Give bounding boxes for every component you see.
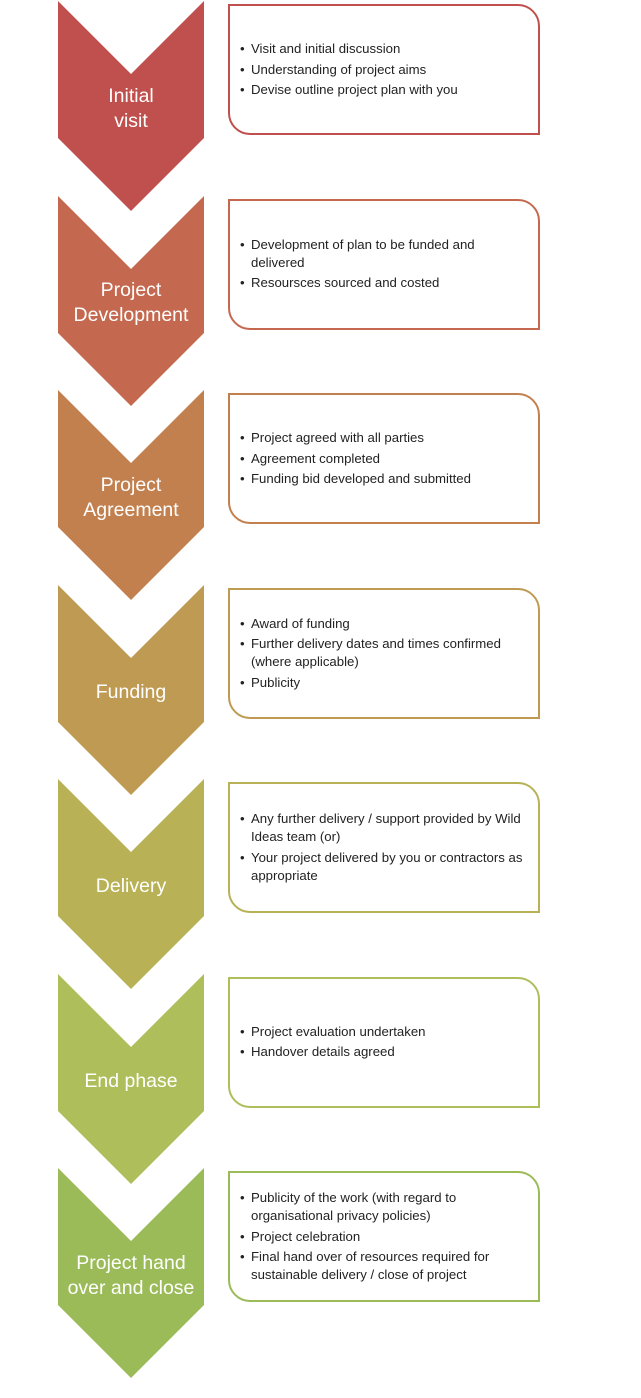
process-step: Initial visit Visit and initial discussio… <box>0 1 641 216</box>
step-bullet-item: Publicity of the work (with regard to or… <box>240 1189 526 1225</box>
step-title: Project Agreement <box>83 473 179 521</box>
step-bullet-item: Resoursces sourced and costed <box>240 274 526 292</box>
step-bullet-item: Agreement completed <box>240 450 526 468</box>
step-chevron-svg <box>58 1 204 211</box>
step-bullet-list: Project evaluation undertakenHandover de… <box>230 1023 538 1062</box>
step-bullet-list: Development of plan to be funded and del… <box>230 236 538 293</box>
step-chevron-polygon <box>58 1168 204 1378</box>
step-chevron-shape <box>58 973 204 1184</box>
step-bullet-item: Project evaluation undertaken <box>240 1023 526 1041</box>
step-bullet-item: Publicity <box>240 674 526 692</box>
step-chevron-shape <box>58 779 204 989</box>
step-bullet-item: Understanding of project aims <box>240 61 526 79</box>
step-bullet-list: Publicity of the work (with regard to or… <box>230 1189 538 1284</box>
step-chevron-svg <box>58 584 204 795</box>
step-bullet-item: Further delivery dates and times confirm… <box>240 635 526 671</box>
step-chevron-svg <box>58 779 204 989</box>
step-chevron-svg <box>58 195 204 406</box>
step-bullet-list: Project agreed with all partiesAgreement… <box>230 429 538 488</box>
step-bullet-item: Award of funding <box>240 615 526 633</box>
process-step: Project Development Development of plan t… <box>0 195 641 411</box>
step-chevron-svg <box>58 390 204 600</box>
step-chevron-shape <box>58 584 204 795</box>
step-title: Delivery <box>95 875 167 897</box>
step-chevron-shape <box>58 195 204 406</box>
step-chevron-polygon <box>58 195 204 406</box>
step-title: Initial visit <box>108 84 154 132</box>
step-bullet-list: Any further delivery / support provided … <box>230 810 538 885</box>
step-bullet-list: Visit and initial discussionUnderstandin… <box>230 40 538 99</box>
step-chevron-polygon <box>58 973 204 1184</box>
step-bullet-list: Award of fundingFurther delivery dates a… <box>230 615 538 692</box>
step-details-card: Any further delivery / support provided … <box>228 782 540 913</box>
step-chevron-svg <box>58 1168 204 1378</box>
step-bullet-item: Devise outline project plan with you <box>240 81 526 99</box>
step-chevron-shape <box>58 390 204 600</box>
step-chevron-svg <box>58 973 204 1184</box>
step-chevron-polygon <box>58 584 204 795</box>
process-step: End phase Project evaluation undertakenHa… <box>0 973 641 1189</box>
process-step: Project Agreement Project agreed with all… <box>0 390 641 605</box>
step-chevron-shape <box>58 1 204 211</box>
step-bullet-item: Your project delivered by you or contrac… <box>240 849 526 885</box>
step-title: Project hand over and close <box>67 1251 195 1299</box>
step-bullet-item: Any further delivery / support provided … <box>240 810 526 846</box>
process-step: Project hand over and close Publicity of … <box>0 1168 641 1383</box>
step-bullet-item: Funding bid developed and submitted <box>240 470 526 488</box>
process-step: Funding Award of fundingFurther delivery … <box>0 584 641 800</box>
step-bullet-item: Handover details agreed <box>240 1043 526 1061</box>
step-details-card: Visit and initial discussionUnderstandin… <box>228 4 540 135</box>
step-chevron-polygon <box>58 390 204 600</box>
step-details-card: Development of plan to be funded and del… <box>228 198 540 330</box>
step-bullet-item: Development of plan to be funded and del… <box>240 236 526 272</box>
step-details-card: Publicity of the work (with regard to or… <box>228 1171 540 1302</box>
step-chevron-shape <box>58 1168 204 1378</box>
step-chevron-polygon <box>58 1 204 211</box>
step-bullet-item: Project agreed with all parties <box>240 429 526 447</box>
step-title: Project Development <box>73 279 189 326</box>
step-bullet-item: Visit and initial discussion <box>240 40 526 58</box>
step-details-card: Project evaluation undertakenHandover de… <box>228 976 540 1108</box>
step-bullet-item: Final hand over of resources required fo… <box>240 1248 526 1284</box>
step-title: Funding <box>95 680 167 703</box>
step-details-card: Project agreed with all partiesAgreement… <box>228 393 540 524</box>
process-step: Delivery Any further delivery / support p… <box>0 779 641 994</box>
step-chevron-polygon <box>58 779 204 989</box>
step-details-card: Award of fundingFurther delivery dates a… <box>228 587 540 719</box>
step-bullet-item: Project celebration <box>240 1228 526 1246</box>
step-title: End phase <box>84 1069 178 1092</box>
